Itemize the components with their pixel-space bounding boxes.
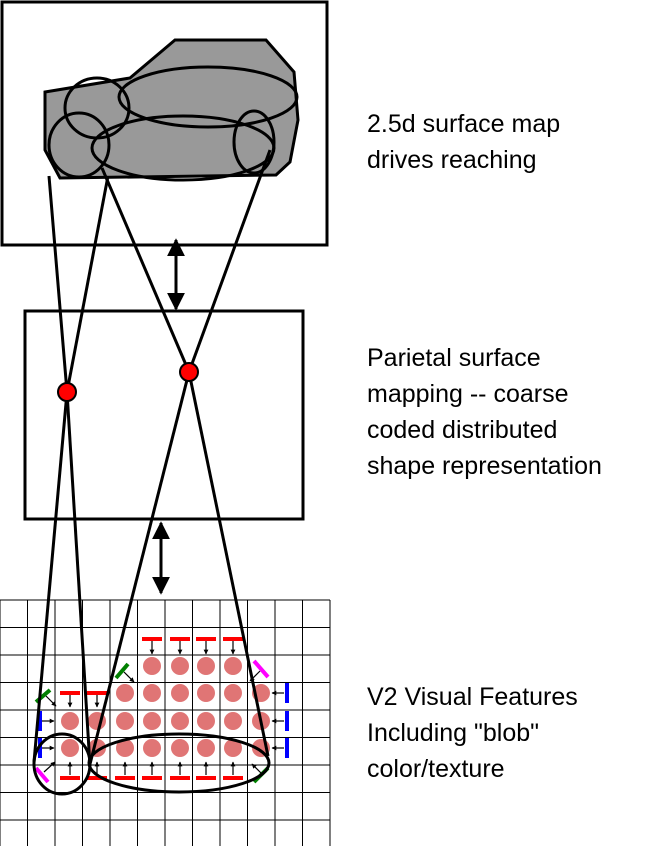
blob-dot [197,739,215,757]
blob-dot [171,712,189,730]
v2-label: V2 Visual Features Including "blob" colo… [367,679,578,787]
v2-label-line-1: V2 Visual Features [367,683,578,711]
blob-dot [143,684,161,702]
v2-label-line-2: Including "blob" [367,719,540,747]
surface-ellipse-right [232,109,276,175]
blob-dot [224,657,242,675]
surface-map-label-line-1: 2.5d surface map [367,110,561,138]
surface-map-label-line-2: drives reaching [367,146,537,174]
parietal-label: Parietal surface mapping -- coarse coded… [367,340,602,484]
edge-diagonal [252,659,270,679]
v2-label-line-3: color/texture [367,755,505,783]
blob-dot [171,684,189,702]
blob-dot [197,684,215,702]
blob-dot [116,712,134,730]
blob-dot [224,684,242,702]
surface-ellipse-bottom-left [47,111,111,179]
blob-dot [116,684,134,702]
blob-dot [116,739,134,757]
v2-small-group-ellipse [32,732,92,796]
parietal-node-right [179,362,199,382]
blob-dot [224,712,242,730]
edge-diagonal [34,766,50,784]
blob-dot [143,712,161,730]
edge-arrow [251,763,263,775]
parietal-box [23,309,305,521]
blob-dot [143,657,161,675]
blob-dots [61,657,270,757]
edge-arrow [43,761,56,773]
parietal-label-line-1: Parietal surface [367,344,541,372]
blob-dot [61,739,79,757]
surface-ellipse-top-right [117,65,299,129]
parietal-label-line-2: mapping -- coarse [367,380,569,408]
edge-arrow [45,695,57,707]
projection-lines [32,149,272,767]
blob-dot [197,712,215,730]
blob-dot [224,739,242,757]
blob-dot [171,739,189,757]
parietal-label-line-4: shape representation [367,452,602,480]
edge-arrow [123,671,135,683]
v2-feature-grid [0,599,331,846]
blob-dot [197,657,215,675]
parietal-node-left [57,382,77,402]
blob-dot [61,712,79,730]
edge-diagonal [114,662,130,680]
blob-dot [171,657,189,675]
blob-dot [143,739,161,757]
parietal-label-line-3: coded distributed [367,416,558,444]
surface-map-label: 2.5d surface map drives reaching [367,106,560,178]
